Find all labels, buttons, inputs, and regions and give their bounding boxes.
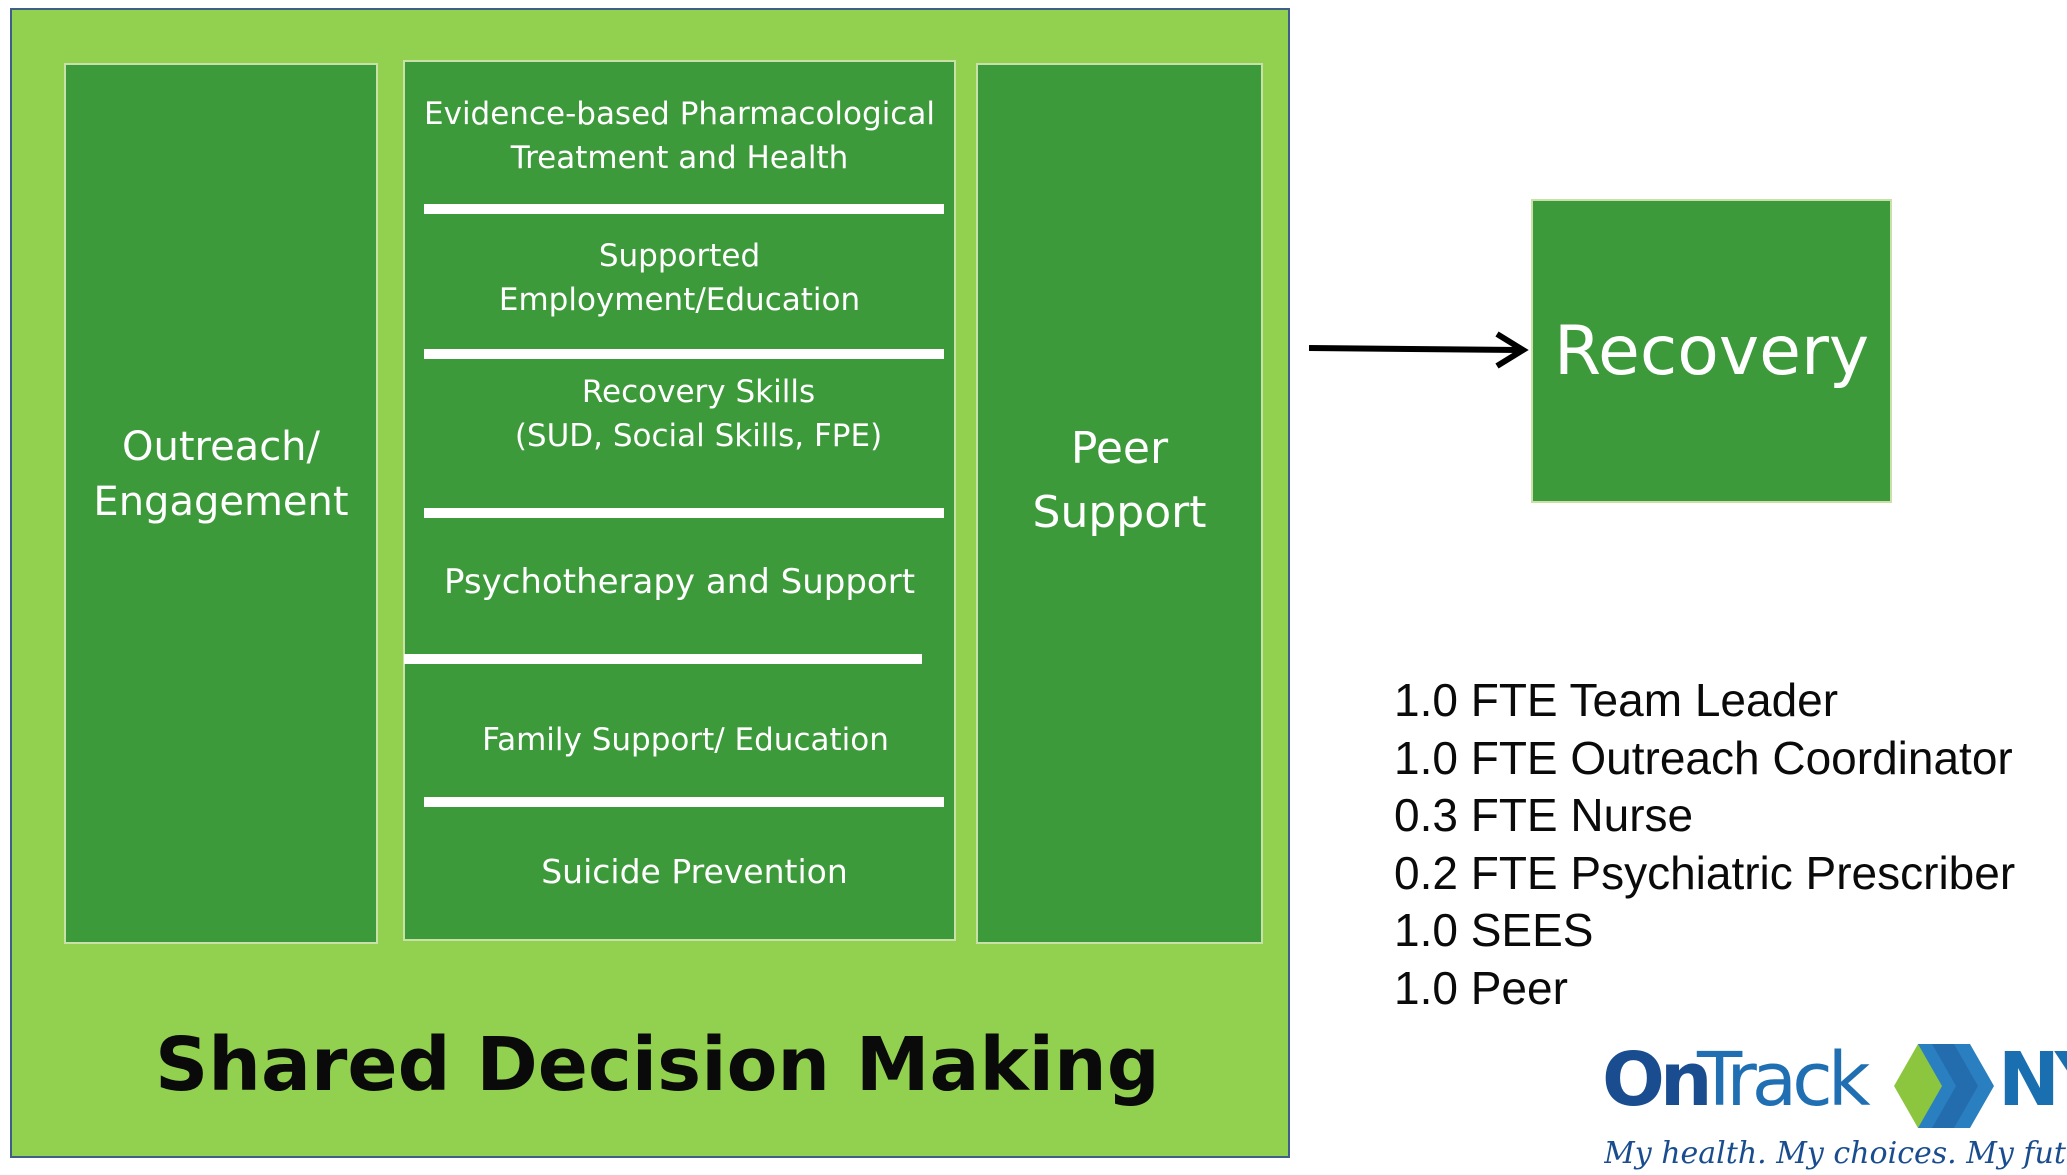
- service-family-support-line-1: Family Support/ Education: [482, 722, 889, 758]
- recovery-box: Recovery: [1531, 199, 1892, 503]
- staff-item: 1.0 SEES: [1394, 904, 1594, 956]
- logo-word-ny: NY: [1998, 1037, 2067, 1123]
- outreach-label-line-1: Outreach/: [121, 424, 321, 470]
- peer-label-line-1: Peer: [1070, 423, 1169, 474]
- service-divider: [424, 349, 944, 359]
- service-suicide-prevention-line-1: Suicide Prevention: [541, 852, 848, 891]
- service-recovery-skills-line-2: (SUD, Social Skills, FPE): [514, 418, 883, 454]
- service-divider: [424, 508, 944, 518]
- service-family-support: Family Support/ Education: [417, 718, 954, 762]
- service-psychotherapy: Psychotherapy and Support: [405, 560, 954, 604]
- service-pharmacological: Evidence-based Pharmacological Treatment…: [405, 92, 954, 180]
- service-employment: Supported Employment/Education: [405, 234, 954, 322]
- peer-support-label: Peer Support: [978, 417, 1261, 545]
- service-pharmacological-line-2: Treatment and Health: [510, 140, 849, 176]
- peer-support-box: Peer Support: [976, 63, 1263, 944]
- outreach-engagement-box: Outreach/ Engagement: [64, 63, 378, 944]
- logo-word-track: Track: [1697, 1037, 1871, 1123]
- service-divider: [424, 797, 944, 807]
- staffing-list: 1.0 FTE Team Leader 1.0 FTE Outreach Coo…: [1394, 672, 2054, 1017]
- staff-item: 1.0 FTE Outreach Coordinator: [1394, 731, 2013, 784]
- logo-tagline: My health. My choices. My future.: [1604, 1136, 2067, 1171]
- service-employment-line-1: Supported: [598, 238, 761, 274]
- service-recovery-skills-line-1: Recovery Skills: [581, 374, 816, 410]
- shared-decision-making-title: Shared Decision Making: [155, 1022, 1160, 1108]
- staff-item: 1.0 Peer: [1394, 961, 1568, 1014]
- service-divider: [424, 204, 944, 214]
- outreach-label-line-2: Engagement: [93, 478, 349, 525]
- arrow-icon: [1308, 331, 1529, 369]
- service-pharmacological-line-1: Evidence-based Pharmacological: [424, 96, 935, 132]
- staff-item: 0.2 FTE Psychiatric Prescriber: [1394, 846, 2016, 899]
- service-divider: [404, 654, 922, 664]
- services-box: Evidence-based Pharmacological Treatment…: [403, 60, 956, 941]
- logo-word-on: On: [1602, 1037, 1713, 1123]
- outreach-engagement-label: Outreach/ Engagement: [66, 420, 376, 530]
- staff-item: 1.0 FTE Team Leader: [1394, 674, 1839, 726]
- service-recovery-skills: Recovery Skills (SUD, Social Skills, FPE…: [443, 370, 954, 458]
- staff-item: 0.3 FTE Nurse: [1394, 789, 1694, 841]
- service-employment-line-2: Employment/Education: [498, 282, 861, 318]
- chevron-logo-icon: [1894, 1044, 1994, 1128]
- service-psychotherapy-line-1: Psychotherapy and Support: [443, 562, 916, 602]
- service-suicide-prevention: Suicide Prevention: [435, 850, 954, 894]
- peer-label-line-2: Support: [1032, 486, 1207, 538]
- recovery-label: Recovery: [1553, 311, 1870, 391]
